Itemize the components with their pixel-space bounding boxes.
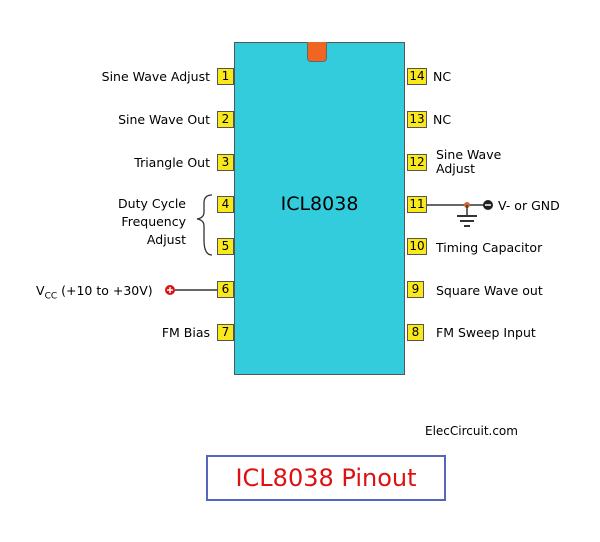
pin-12-label: Sine Wave Adjust: [436, 147, 502, 176]
pin-12: 12: [407, 154, 427, 171]
duty-line-3: Adjust: [146, 232, 186, 247]
pin-4: 4: [217, 196, 234, 213]
duty-line-2: Frequency: [121, 214, 186, 229]
vcc-label: VCC (+10 to +30V): [36, 283, 153, 302]
pin-2-label: Sine Wave Out: [118, 112, 210, 127]
pin-3: 3: [217, 154, 234, 171]
pin-10: 10: [407, 238, 427, 255]
pinout-title: ICL8038 Pinout: [206, 455, 446, 501]
pin-10-label: Timing Capacitor: [436, 240, 543, 255]
pin-13: 13: [407, 111, 427, 128]
pin-11: 11: [407, 196, 427, 213]
credit-text: ElecCircuit.com: [425, 424, 518, 438]
pin-1: 1: [217, 68, 234, 85]
chip-body: [234, 42, 405, 375]
pin-14: 14: [407, 68, 427, 85]
pin-9-label: Square Wave out: [436, 283, 543, 298]
pin-7-label: FM Bias: [161, 325, 210, 340]
brace-icon: [196, 194, 213, 256]
pin-6: 6: [217, 281, 234, 298]
pin-2: 2: [217, 111, 234, 128]
pin-5: 5: [217, 238, 234, 255]
duty-line-1: Duty Cycle: [118, 196, 186, 211]
pin-14-label: NC: [433, 69, 452, 84]
pin-8-label: FM Sweep Input: [436, 325, 536, 340]
pin-1-label: Sine Wave Adjust: [101, 69, 210, 84]
pin-3-label: Triangle Out: [134, 155, 210, 170]
pin-8: 8: [407, 324, 424, 341]
pin-13-label: NC: [433, 112, 452, 127]
duty-frequency-label: Duty Cycle Frequency Adjust: [100, 195, 186, 249]
pin-7: 7: [217, 324, 234, 341]
notch-marker: [307, 42, 327, 62]
pin-9: 9: [407, 281, 424, 298]
chip-name: ICL8038: [280, 193, 359, 215]
pin-11-label: V- or GND: [498, 198, 560, 213]
